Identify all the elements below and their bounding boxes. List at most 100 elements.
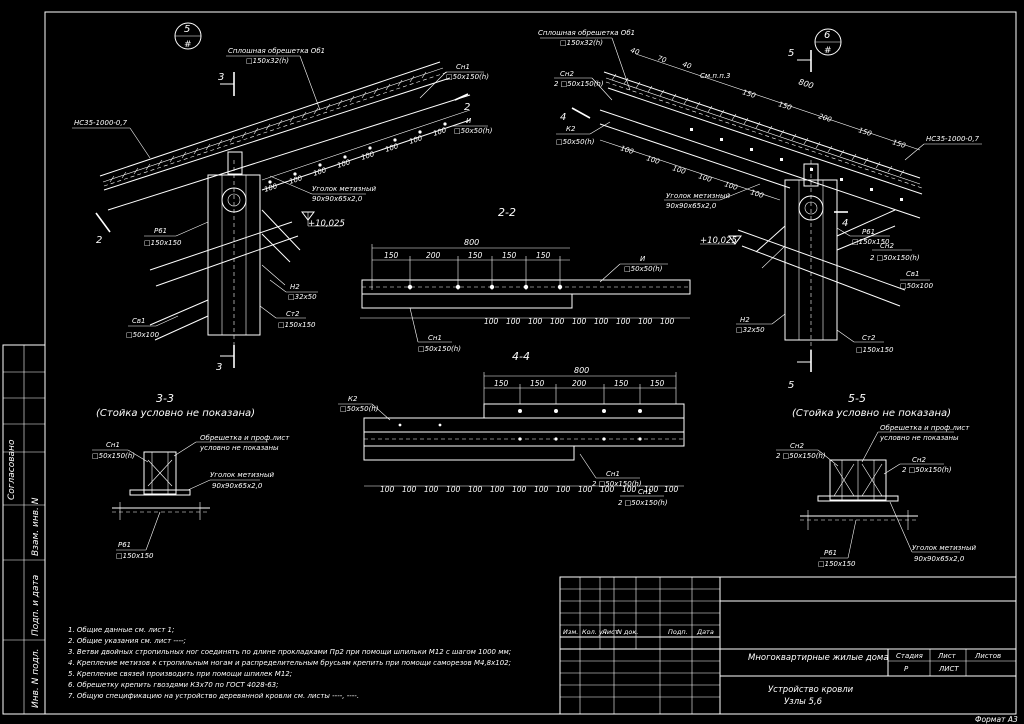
sec33-note1: Обрешетка и проф.лист <box>200 434 290 442</box>
sec22-d1: 150 <box>384 251 399 260</box>
d6-b2: 100 <box>645 154 661 166</box>
sec5-bottom: 5 <box>788 380 794 391</box>
angle-size: 90х90х65х2,0 <box>312 195 363 203</box>
sec44-d2: 150 <box>530 379 545 388</box>
profiled-sheet-hatch-6 <box>611 73 905 177</box>
strut-size-6: □50х100 <box>900 282 934 290</box>
sec44-b1: 100 <box>380 485 395 494</box>
node-6-number: 6 <box>824 30 830 41</box>
section-3-3: 3-3 (Стойка условно не показана) Сн1 □50… <box>92 392 290 560</box>
sec22-raf: Сн1 <box>428 334 442 342</box>
tie-size: □32х50 <box>288 293 317 301</box>
d6-t4: 150 <box>741 88 757 100</box>
hdr-sign: Подп. <box>668 628 688 636</box>
sec44-b13: 100 <box>644 485 659 494</box>
k2-label: К2 <box>566 125 576 133</box>
sec22-bolts <box>407 284 563 290</box>
hdr-kol: Кол. уч <box>582 628 607 636</box>
sec44-k2: К2 <box>348 395 358 403</box>
sec22-b6: 100 <box>594 317 609 326</box>
sec44-b3: 100 <box>424 485 439 494</box>
batten-size: □150х32(h) <box>246 57 289 65</box>
strut-label: Св1 <box>132 317 145 325</box>
sec33-raf-size: □50х150(h) <box>92 452 135 460</box>
post-size: □150х150 <box>144 239 182 247</box>
sec44-d3: 200 <box>572 379 587 388</box>
k2-size: □50х50(h) <box>556 138 595 146</box>
drawing-title-2: Узлы 5,6 <box>784 697 823 707</box>
sec44-b2: 100 <box>402 485 417 494</box>
d6-t3: 40 <box>681 60 692 71</box>
sec55-post: Р61 <box>824 549 837 557</box>
general-notes: 1. Общие данные см. лист 1; 2. Общие ука… <box>68 626 511 700</box>
sec22-b8: 100 <box>638 317 653 326</box>
angle-label: Уголок метизный <box>312 185 376 193</box>
raf2b-size: 2 □50х150(h) <box>870 254 920 262</box>
sec22-b5: 100 <box>572 317 587 326</box>
sec22-title: 2-2 <box>498 206 516 219</box>
note-3: 3. Ветви двойных стропильных ног соединя… <box>68 648 511 656</box>
brace-size: □150х150 <box>278 321 316 329</box>
node-5-mark: # <box>184 40 192 50</box>
sec33-angle-size: 90х90х65х2,0 <box>212 482 263 490</box>
hdr-izm: Изм. <box>563 628 578 636</box>
sec44-b10: 100 <box>578 485 593 494</box>
dim-2: 100 <box>288 174 304 186</box>
sec33-post: Р61 <box>118 541 131 549</box>
sec22-ridge-size: □50х50(h) <box>624 265 663 273</box>
d6-total: 800 <box>797 77 814 90</box>
note-1: 1. Общие данные см. лист 1; <box>68 626 174 634</box>
post-p61-6 <box>784 179 838 341</box>
sec44-total: 800 <box>574 366 589 375</box>
sec55-angle-size: 90х90х65х2,0 <box>914 555 965 563</box>
sec55-post-size: □150х150 <box>818 560 856 568</box>
sheet-label-6: НС35-1000-0,7 <box>926 135 980 143</box>
batten-size-6: □150х32(h) <box>560 39 603 47</box>
d6-b3: 100 <box>671 164 687 176</box>
sec2-right: 2 <box>464 102 470 113</box>
post-label-6: Р61 <box>862 228 875 236</box>
dim-8: 100 <box>432 126 448 138</box>
sec3-top: 3 <box>218 72 224 83</box>
sec44-raf1: Сн1 <box>606 470 620 478</box>
hdr-doc: N док. <box>617 628 638 636</box>
sec44-b6: 100 <box>490 485 505 494</box>
rafter-bolts-6 <box>690 128 903 201</box>
d6-b4: 100 <box>697 172 713 184</box>
rafter-bolts <box>268 122 447 184</box>
d6-t1: 40 <box>629 46 640 57</box>
sec22-ridge: И <box>640 255 646 263</box>
stamp-inv-original: Инв. N подл. <box>31 649 41 708</box>
node-5-dims: 100 100 100 100 100 100 100 100 <box>263 126 448 194</box>
sec55-raf-r: Сн2 <box>912 456 926 464</box>
hdr-date: Дата <box>696 628 714 636</box>
dim-3: 100 <box>312 166 328 178</box>
note-5: 5. Крепление связей производить при помо… <box>68 670 292 678</box>
sec22-d4: 150 <box>502 251 517 260</box>
d6-b6: 100 <box>749 188 765 200</box>
d6-t6: 200 <box>817 112 833 124</box>
raf2-label: Сн2 <box>560 70 574 78</box>
sec22-raf-size: □50х150(h) <box>418 345 461 353</box>
sec22-d2: 200 <box>426 251 441 260</box>
sheet-format: Формат А3 <box>975 715 1018 724</box>
angle-size-6: 90х90х65х2,0 <box>666 202 717 210</box>
sec44-d4: 150 <box>614 379 629 388</box>
raf1-label: Сн1 <box>456 63 470 71</box>
sec22-total: 800 <box>464 238 479 247</box>
brace-label: Ст2 <box>286 310 300 318</box>
node-6-detail: 6 # 40 70 40 800 150 150 200 150 150 100… <box>538 28 982 391</box>
sec44-b9: 100 <box>556 485 571 494</box>
tie-size-6: □32х50 <box>736 326 765 334</box>
sec44-b11: 100 <box>600 485 615 494</box>
sheet-label: НС35-1000-0,7 <box>74 119 128 127</box>
sec22-b7: 100 <box>616 317 631 326</box>
drawing-title-1: Устройство кровли <box>768 685 854 695</box>
sec55-raf-r-size: 2 □50х150(h) <box>902 466 952 474</box>
brace-label-6: Ст2 <box>862 334 876 342</box>
sec44-b14: 100 <box>664 485 679 494</box>
d6-t8: 150 <box>891 138 907 150</box>
node-5-number: 5 <box>184 24 190 35</box>
d6-b5: 100 <box>723 180 739 192</box>
d6-t2: 70 <box>656 54 667 65</box>
